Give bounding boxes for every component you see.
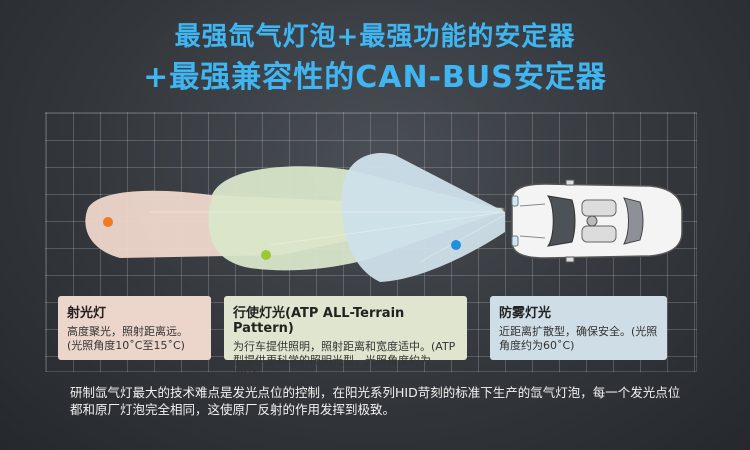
spot-light-description: 高度聚光，照射距离远。(光照角度10˚C至15˚C) [67, 325, 188, 352]
headline-line-1: 最强氙气灯泡+最强功能的安定器 [174, 22, 576, 52]
driving-light-title: 行使灯光(ATP ALL-Terrain Pattern) [233, 306, 405, 336]
driving-beam-dot [261, 250, 271, 260]
fog-beam-dot [451, 240, 461, 250]
spot-light-title: 射光灯 [67, 306, 107, 321]
footer-description: 研制氙气灯最大的技术难点是发光点位的控制，在阳光系列HID苛刻的标准下生产的氙气… [70, 385, 681, 417]
fog-light-description: 近距离扩散型，确保安全。(光照角度约为60˚C) [499, 325, 658, 352]
driving-light-card: 行使灯光(ATP ALL-Terrain Pattern) 为行车提供照明，照射… [224, 296, 467, 381]
spot-light-card: 射光灯 高度聚光，照射距离远。(光照角度10˚C至15˚C) [58, 296, 211, 360]
car-top-view-icon [511, 179, 683, 263]
driving-light-description: 为行车提供照明，照射距离和宽度适中。(ATP型提供更科学的照明光型，光照角度约为… [233, 340, 456, 381]
fog-light-card: 防雾灯光 近距离扩散型，确保安全。(光照角度约为60˚C) [490, 296, 667, 360]
fog-light-title: 防雾灯光 [499, 306, 552, 321]
fog-beam-shape [341, 153, 505, 282]
far-beam-dot [103, 217, 113, 227]
headline-line-2: +最强兼容性的CAN-BUS安定器 [143, 60, 607, 95]
